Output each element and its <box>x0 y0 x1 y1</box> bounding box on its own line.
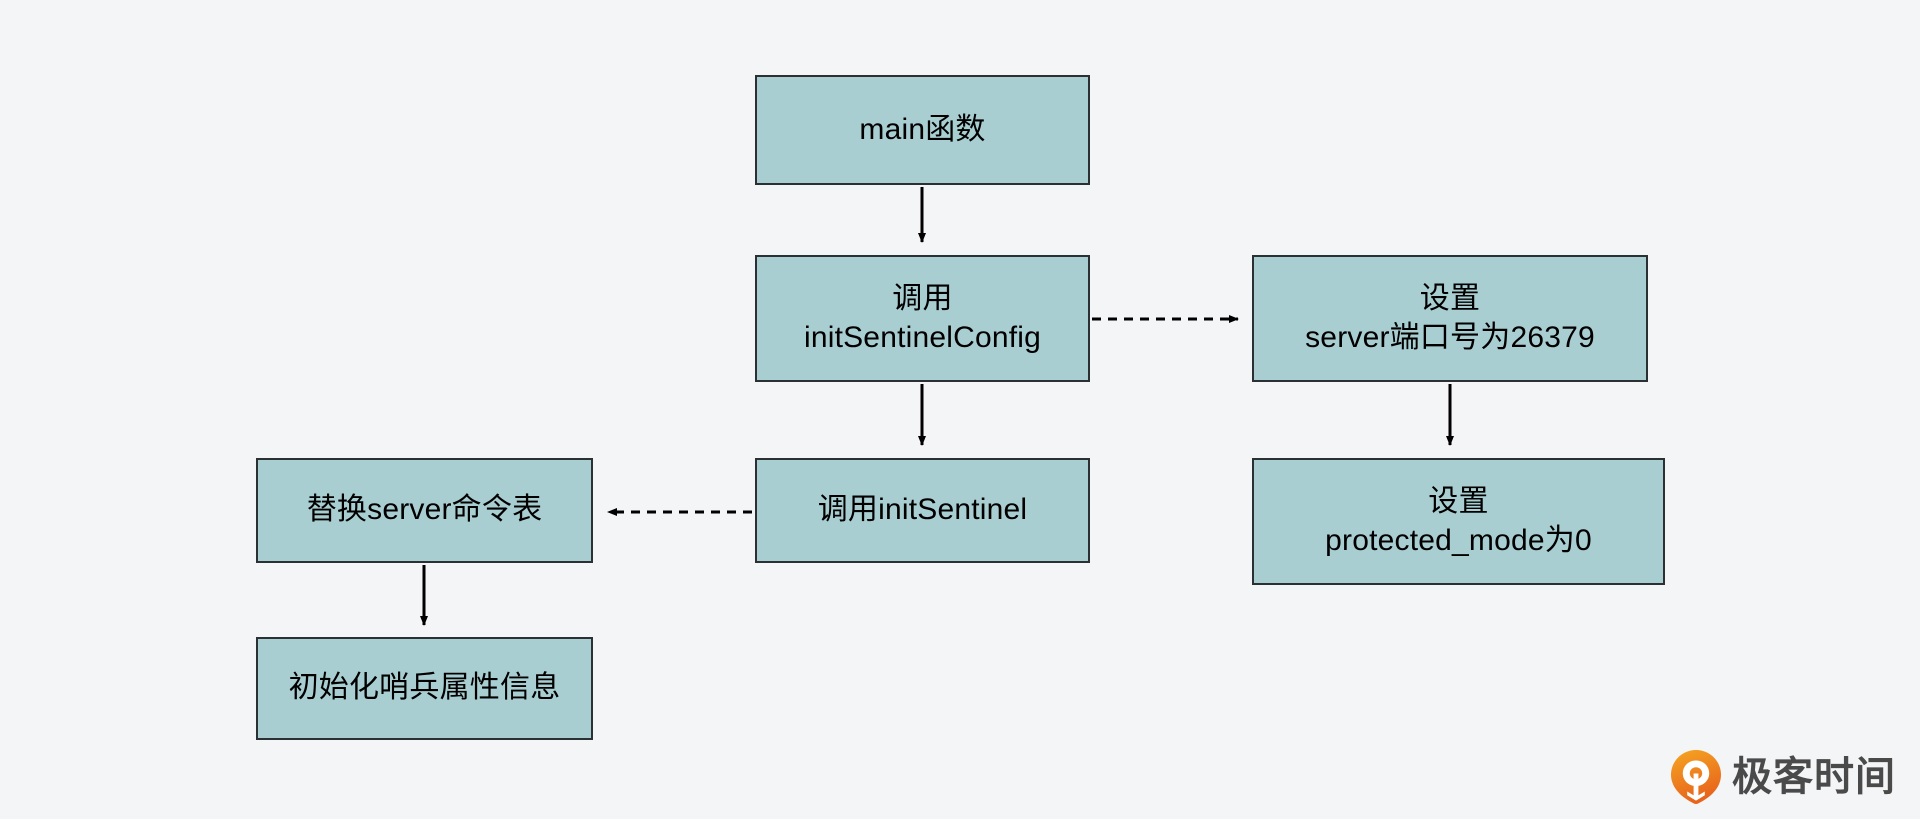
flow-node-init-sentinel[interactable]: 调用initSentinel <box>755 458 1090 563</box>
flow-node-set-server-port-line-2: server端口号为26379 <box>1305 320 1595 354</box>
flow-node-set-server-port-line-1: 设置 <box>1419 282 1481 316</box>
brand-logo: 极客时间 <box>1670 749 1896 805</box>
flow-node-init-sentinel-config-line-1: 调用 <box>892 282 953 316</box>
flow-node-set-protected-mode-line-1: 设置 <box>1428 485 1489 519</box>
flow-node-init-sentinel-config-line-2: initSentinelConfig <box>803 320 1042 354</box>
flow-node-main-line-1: main函数 <box>859 112 986 146</box>
brand-name: 极客时间 <box>1732 755 1896 799</box>
flow-node-set-server-port[interactable]: 设置 server端口号为26379 <box>1252 255 1648 382</box>
flow-node-replace-server-command-table[interactable]: 替换server命令表 <box>256 458 593 563</box>
flow-node-init-sentinel-config[interactable]: 调用 initSentinelConfig <box>755 255 1090 382</box>
geektime-logo-icon <box>1671 750 1721 804</box>
flow-node-init-sentinel-attributes[interactable]: 初始化哨兵属性信息 <box>256 637 593 740</box>
flow-node-replace-server-command-table-line-1: 替换server命令表 <box>306 493 543 527</box>
flow-node-set-protected-mode[interactable]: 设置 protected_mode为0 <box>1252 458 1665 585</box>
flow-node-init-sentinel-attributes-line-1: 初始化哨兵属性信息 <box>288 671 561 705</box>
flow-node-set-protected-mode-line-2: protected_mode为0 <box>1325 523 1592 557</box>
flow-node-main[interactable]: main函数 <box>755 75 1090 185</box>
flow-node-init-sentinel-line-1: 调用initSentinel <box>817 493 1028 527</box>
